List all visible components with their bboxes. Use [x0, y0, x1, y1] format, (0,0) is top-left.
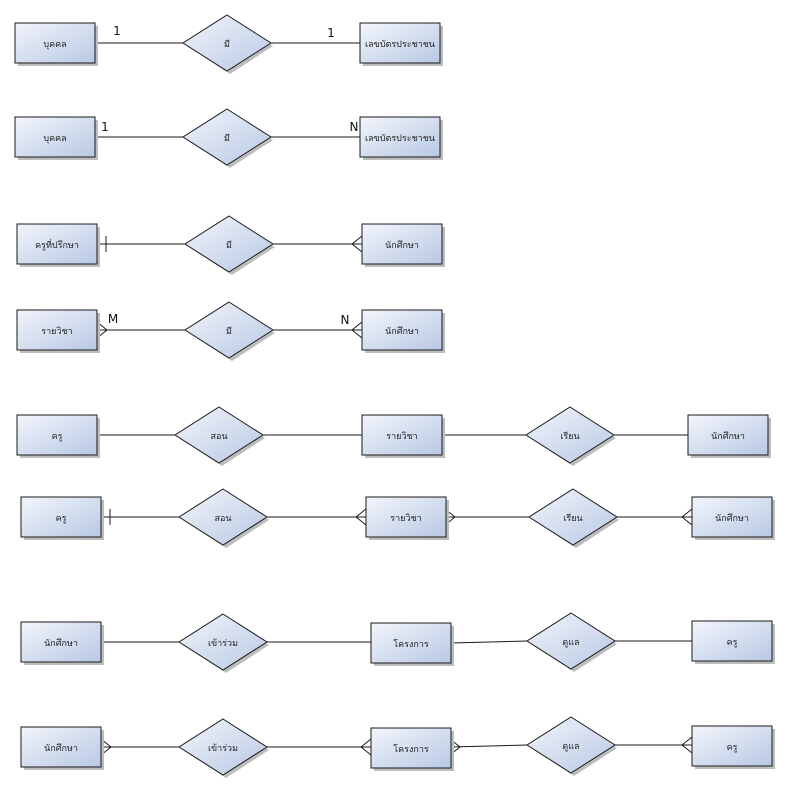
cardinality-right: N	[341, 313, 350, 327]
relationship-label: สอน	[214, 514, 231, 524]
relationship-label: เข้าร่วม	[208, 638, 238, 649]
cardinality-right: 1	[327, 26, 335, 40]
diagram-8: นักศึกษา เข้าร่วม โครงการ ดูแล ครู	[20, 716, 775, 778]
crow-foot	[355, 508, 367, 526]
entity-label: โครงการ	[393, 639, 429, 650]
entity-label: นักศึกษา	[385, 326, 419, 337]
crow-foot	[351, 321, 363, 339]
entity-project[interactable]: โครงการ	[370, 622, 454, 666]
entity-teacher[interactable]: ครู	[691, 620, 775, 664]
relationship-have[interactable]: มี	[182, 14, 273, 74]
relationship-label: มี	[224, 39, 230, 50]
diagram-3: ครูที่ปรึกษา มี นักศึกษา	[16, 215, 445, 275]
entity-course[interactable]: รายวิชา	[361, 414, 445, 458]
entity-course[interactable]: รายวิชา	[16, 309, 100, 353]
relationship-teach[interactable]: สอน	[174, 406, 265, 466]
relationship-label: ดูแล	[562, 742, 579, 752]
entity-label: นักศึกษา	[44, 743, 78, 754]
diagram-6: ครู สอน รายวิชา เรียน นักศึกษา	[20, 488, 775, 548]
entity-label: ครู	[727, 638, 738, 648]
diagram-5: ครู สอน รายวิชา เรียน นักศึกษา	[16, 406, 771, 466]
entity-project[interactable]: โครงการ	[370, 727, 454, 771]
diagram-7: นักศึกษา เข้าร่วม โครงการ ดูแล ครู	[20, 612, 775, 673]
relationship-label: มี	[224, 133, 230, 144]
relationship-label: ดูแล	[562, 638, 579, 648]
cardinality-left: 1	[101, 120, 109, 134]
relationship-label: เข้าร่วม	[208, 743, 238, 754]
relationship-study[interactable]: เรียน	[525, 406, 616, 466]
entity-teacher[interactable]: ครู	[16, 414, 100, 458]
relationship-have[interactable]: มี	[184, 215, 275, 275]
entity-label: นักศึกษา	[44, 638, 78, 649]
entity-label: รายวิชา	[41, 326, 72, 337]
relationship-have[interactable]: มี	[184, 301, 275, 361]
entity-label: ครู	[56, 514, 67, 524]
relationship-join[interactable]: เข้าร่วม	[178, 718, 269, 778]
relationship-join[interactable]: เข้าร่วม	[178, 613, 269, 673]
entity-student[interactable]: นักศึกษา	[691, 496, 775, 540]
entity-student[interactable]: นักศึกษา	[361, 223, 445, 267]
crow-foot	[360, 738, 372, 756]
entity-label: นักศึกษา	[715, 513, 749, 524]
entity-student[interactable]: นักศึกษา	[20, 726, 104, 770]
relationship-label: มี	[226, 326, 232, 337]
relationship-label: เรียน	[560, 431, 579, 442]
relationship-study[interactable]: เรียน	[528, 488, 619, 548]
entity-label: ครู	[52, 432, 63, 442]
relationship-have[interactable]: มี	[182, 108, 273, 168]
entity-student[interactable]: นักศึกษา	[20, 621, 104, 665]
entity-advisor[interactable]: ครูที่ปรึกษา	[16, 223, 100, 267]
crow-foot	[351, 235, 363, 253]
entity-course[interactable]: รายวิชา	[365, 496, 449, 540]
entity-id-card[interactable]: เลขบัตรประชาชน	[359, 22, 443, 66]
entity-student[interactable]: นักศึกษา	[687, 414, 771, 458]
entity-label: ครู	[727, 743, 738, 753]
entity-teacher[interactable]: ครู	[691, 725, 775, 769]
entity-label: นักศึกษา	[711, 431, 745, 442]
entity-label: บุคคล	[43, 134, 66, 144]
relationship-label: เรียน	[563, 513, 582, 524]
crow-foot	[681, 736, 693, 754]
relationship-label: สอน	[210, 432, 227, 442]
entity-label: เลขบัตรประชาชน	[365, 134, 435, 144]
connector	[450, 640, 528, 644]
entity-label: โครงการ	[393, 744, 429, 755]
entity-person[interactable]: บุคคล	[14, 116, 98, 160]
diagram-1: บุคคล มี เลขบัตรประชาชน 1 1	[14, 14, 443, 74]
entity-label: รายวิชา	[390, 513, 421, 524]
entity-label: นักศึกษา	[385, 240, 419, 251]
relationship-teach[interactable]: สอน	[178, 488, 269, 548]
cardinality-left: 1	[113, 24, 121, 38]
diagram-2: บุคคล มี เลขบัตรประชาชน 1 N	[14, 108, 443, 168]
connector	[450, 744, 528, 748]
relationship-label: มี	[226, 240, 232, 251]
entity-label: เลขบัตรประชาชน	[365, 40, 435, 50]
cardinality-left: M	[108, 312, 118, 326]
entity-student[interactable]: นักศึกษา	[361, 309, 445, 353]
diagram-4: รายวิชา มี นักศึกษา M N	[16, 301, 445, 361]
entity-label: บุคคล	[43, 40, 66, 50]
entity-teacher[interactable]: ครู	[20, 496, 104, 540]
entity-label: ครูที่ปรึกษา	[35, 238, 79, 251]
cardinality-right: N	[350, 120, 359, 134]
entity-id-card[interactable]: เลขบัตรประชาชน	[359, 116, 443, 160]
entity-label: รายวิชา	[386, 431, 417, 442]
entity-person[interactable]: บุคคล	[14, 22, 98, 66]
crow-foot	[681, 508, 693, 526]
relationship-supervise[interactable]: ดูแล	[526, 716, 617, 776]
relationship-supervise[interactable]: ดูแล	[526, 612, 617, 672]
